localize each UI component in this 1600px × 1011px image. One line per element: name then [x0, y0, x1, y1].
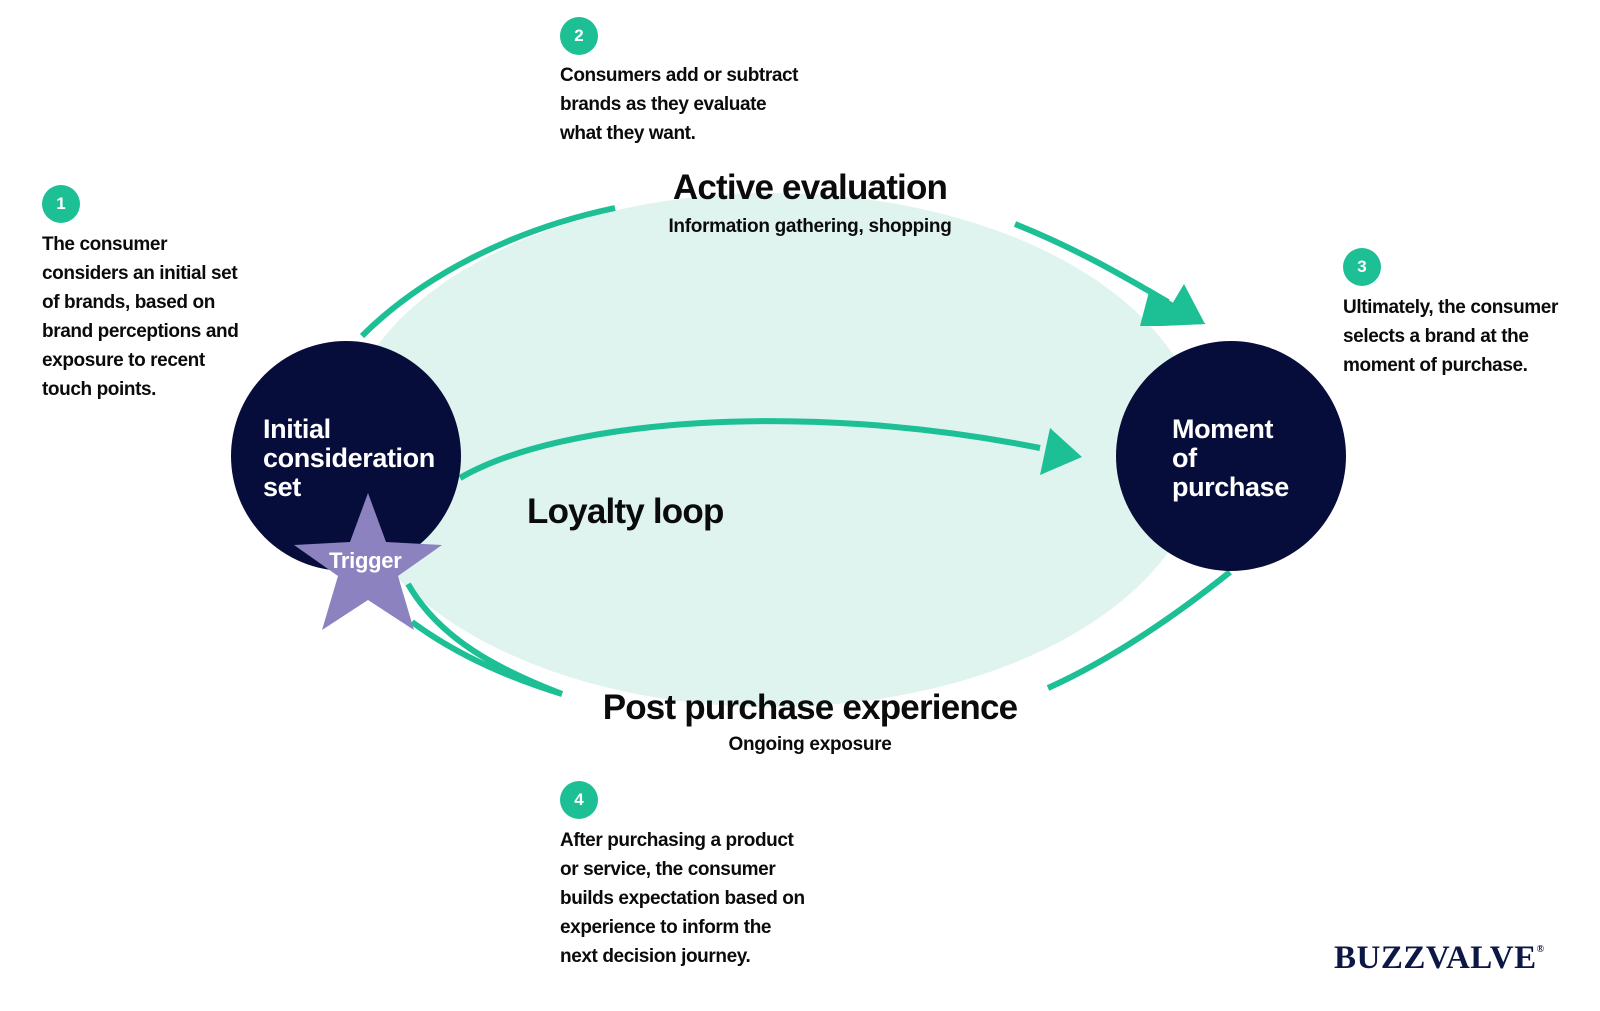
- post-purchase-title: Post purchase experience: [602, 688, 1018, 727]
- step-1-badge: 1: [42, 185, 80, 223]
- step-2-text: Consumers add or subtract brands as they…: [560, 65, 799, 144]
- initial-consideration-node: [231, 341, 461, 571]
- post-purchase-subtitle: Ongoing exposure: [728, 734, 892, 755]
- arc-purchase-to-post: [1046, 569, 1232, 691]
- trigger-label: Trigger: [329, 548, 402, 573]
- arrowhead-loyalty: [1040, 428, 1082, 475]
- arc-post-to-trigger: [410, 619, 563, 697]
- moment-of-purchase-label: Moment of purchase: [1172, 414, 1289, 502]
- trigger-star-icon: [294, 493, 442, 630]
- arc-loyalty-loop: [458, 418, 1041, 481]
- step-4-text: After purchasing a product or service, t…: [560, 830, 805, 967]
- arrowhead-evaluation-2: [1159, 284, 1205, 326]
- step-3-text: Ultimately, the consumer selects a brand…: [1343, 297, 1558, 376]
- journey-ellipse: [340, 193, 1204, 707]
- step-2-badge: 2: [560, 17, 598, 55]
- step-4-badge: 4: [560, 781, 598, 819]
- loyalty-loop-title: Loyalty loop: [527, 492, 724, 531]
- arc-initial-to-evaluation: [359, 205, 616, 339]
- step-1-text: The consumer considers an initial set of…: [42, 234, 239, 400]
- logo-text: BUZZVALVE: [1334, 940, 1537, 976]
- moment-of-purchase-node: [1116, 341, 1346, 571]
- initial-consideration-label: Initial consideration set: [263, 414, 435, 502]
- active-evaluation-title: Active evaluation: [672, 168, 948, 207]
- active-evaluation-subtitle: Information gathering, shopping: [668, 216, 952, 237]
- registered-mark: ®: [1536, 944, 1545, 955]
- buzzvalve-logo: BUZZVALVE®: [1334, 940, 1545, 977]
- step-3-badge: 3: [1343, 248, 1381, 286]
